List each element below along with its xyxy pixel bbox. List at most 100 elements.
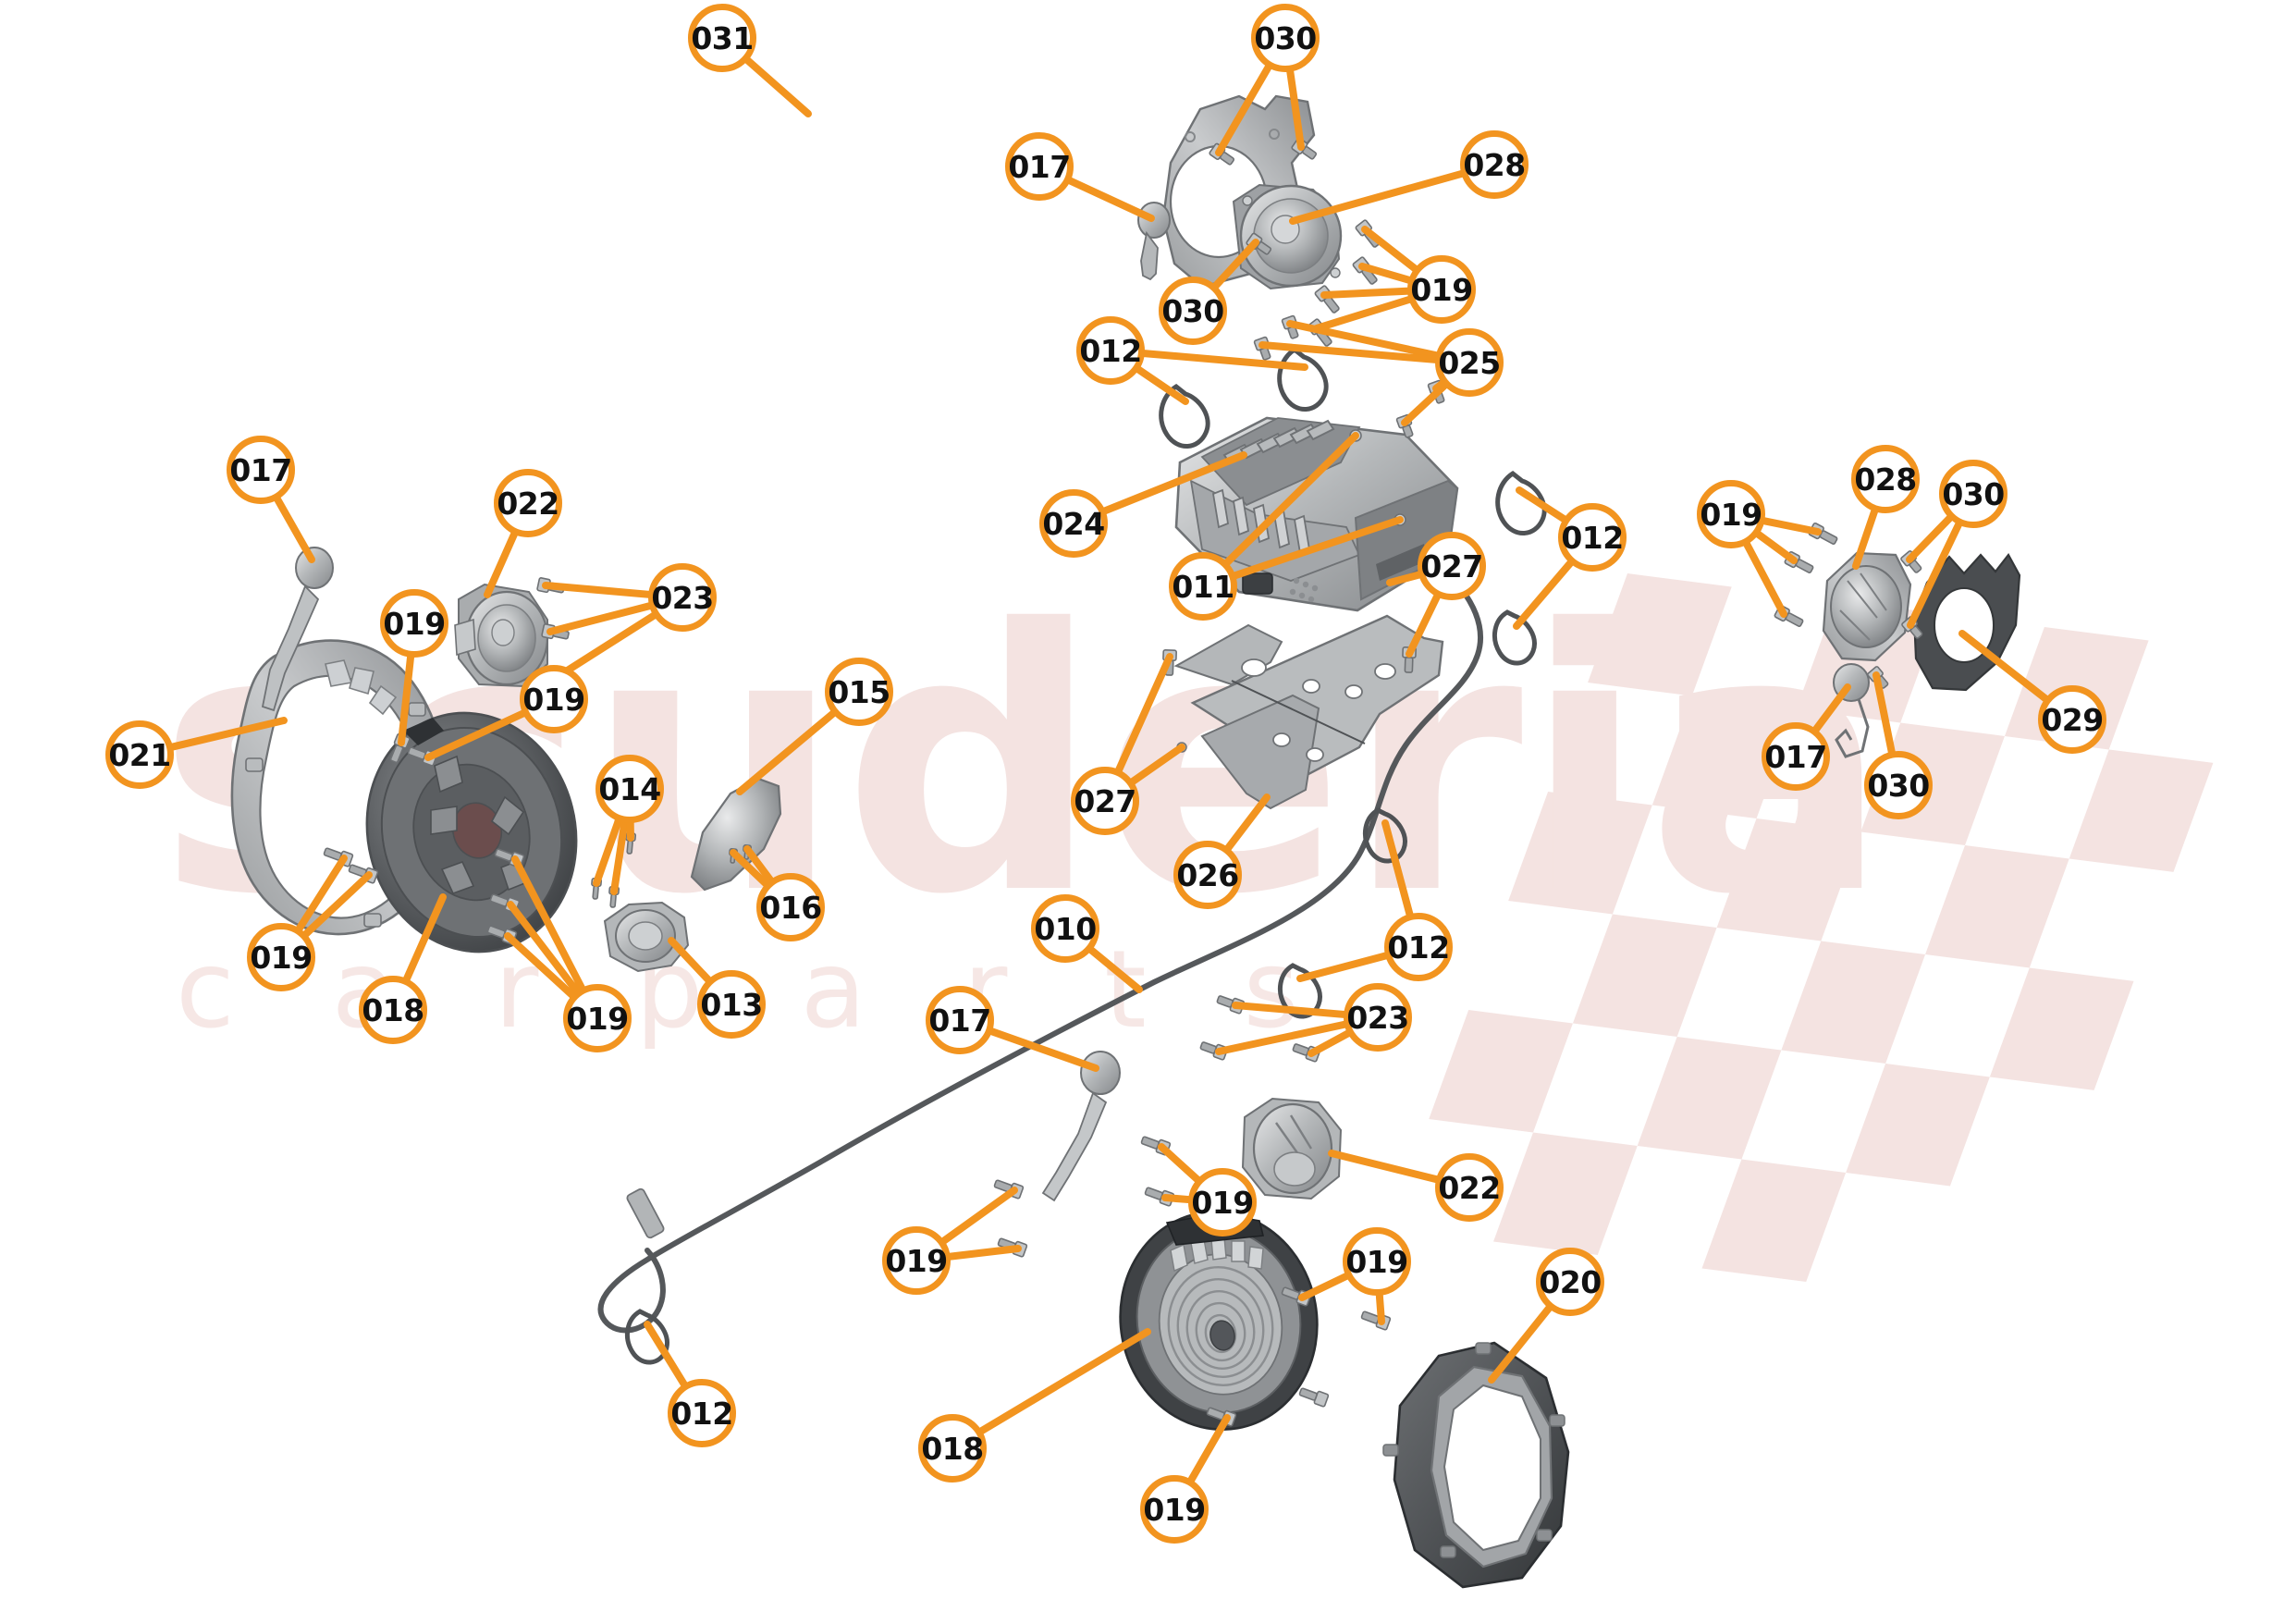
callout-label-019[interactable]: 019 [1343, 1227, 1411, 1296]
callout-leader-line [1375, 1289, 1385, 1325]
callout-label-023[interactable]: 023 [1344, 983, 1412, 1052]
part-022-midrange-left [454, 583, 549, 688]
callout-leader-line [546, 601, 656, 635]
callout-leader-line [1406, 591, 1442, 658]
callout-label-017[interactable]: 017 [926, 986, 994, 1054]
callout-leader-line [301, 871, 373, 940]
callout-leader-line [402, 893, 447, 984]
callout-leader-line [743, 55, 812, 117]
callout-leader-line [1127, 744, 1185, 786]
callout-label-014[interactable]: 014 [595, 755, 664, 823]
callout-leader-line [1210, 239, 1259, 291]
callout-label-019[interactable]: 019 [882, 1226, 951, 1295]
callout-leader-line [1872, 671, 1897, 757]
callout-leader-line [610, 817, 629, 895]
callout-leader-line [1328, 1150, 1443, 1184]
callout-label-026[interactable]: 026 [1173, 841, 1242, 909]
callout-leader-line [1289, 169, 1467, 225]
callout-leader-line [1215, 1020, 1350, 1055]
callout-leader-line [1386, 571, 1425, 586]
callout-label-012[interactable]: 012 [1558, 503, 1627, 572]
callout-leader-line [1099, 451, 1247, 515]
callout-label-029[interactable]: 029 [2038, 685, 2106, 754]
part-017-connector-left [261, 547, 334, 712]
callout-leader-line [1298, 1272, 1352, 1301]
callout-label-025[interactable]: 025 [1435, 328, 1504, 397]
callout-label-019[interactable]: 019 [520, 665, 588, 733]
callout-label-030[interactable]: 030 [1251, 4, 1320, 72]
callout-leader-line [1215, 62, 1273, 156]
callout-leader-line [1259, 341, 1442, 364]
callout-leader-line [743, 845, 776, 885]
callout-label-019[interactable]: 019 [380, 589, 448, 658]
part-020-speaker-housing [1382, 1341, 1570, 1589]
callout-label-019[interactable]: 019 [1140, 1475, 1209, 1544]
callout-leader-line [1759, 516, 1822, 535]
callout-label-031[interactable]: 031 [688, 4, 756, 72]
callout-leader-line [1286, 320, 1442, 360]
callout-leader-line [939, 1187, 1018, 1246]
callout-label-028[interactable]: 028 [1851, 445, 1920, 513]
callout-leader-line [1742, 538, 1787, 618]
callout-label-012[interactable]: 012 [1076, 316, 1145, 385]
callout-label-016[interactable]: 016 [756, 873, 825, 941]
callout-label-019[interactable]: 019 [563, 984, 632, 1052]
callout-label-010[interactable]: 010 [1031, 894, 1099, 963]
callout-label-012[interactable]: 012 [668, 1379, 736, 1447]
callout-label-024[interactable]: 024 [1039, 489, 1108, 558]
callout-leader-line [1230, 516, 1404, 580]
callout-leader-line [167, 717, 288, 751]
callout-label-017[interactable]: 017 [227, 436, 295, 504]
callout-label-018[interactable]: 018 [918, 1414, 987, 1483]
callout-leader-line [1852, 506, 1879, 570]
callout-leader-line [398, 651, 415, 746]
callout-leader-line [542, 582, 655, 598]
part-024-amplifier [1174, 416, 1459, 612]
callout-label-019[interactable]: 019 [1407, 255, 1476, 324]
callout-leader-line [1186, 1414, 1231, 1485]
callout-label-030[interactable]: 030 [1939, 460, 2007, 528]
callout-leader-line [1222, 432, 1359, 568]
checkered-flag-watermark [1429, 573, 2214, 1282]
callout-label-023[interactable]: 023 [648, 563, 717, 632]
callout-leader-line [1308, 1028, 1354, 1057]
callout-label-027[interactable]: 027 [1418, 532, 1486, 600]
callout-label-030[interactable]: 030 [1159, 277, 1227, 345]
callout-leader-line [668, 937, 714, 985]
callout-leader-line [1513, 558, 1576, 630]
callout-label-017[interactable]: 017 [1762, 722, 1830, 791]
callout-label-028[interactable]: 028 [1460, 130, 1529, 199]
callout-label-030[interactable]: 030 [1864, 751, 1933, 819]
callout-leader-line [424, 708, 529, 761]
callout-leader-line [976, 1328, 1151, 1436]
callout-leader-line [1232, 1002, 1350, 1019]
callout-leader-line [1361, 226, 1420, 274]
callout-leader-line [1133, 364, 1189, 405]
callout-leader-line [1086, 945, 1143, 993]
callout-leader-line [1138, 349, 1308, 371]
callout-label-027[interactable]: 027 [1071, 767, 1139, 835]
callout-label-019[interactable]: 019 [1188, 1168, 1257, 1236]
callout-label-015[interactable]: 015 [825, 658, 893, 726]
callout-label-012[interactable]: 012 [1384, 913, 1453, 981]
callout-label-011[interactable]: 011 [1169, 552, 1237, 621]
callout-label-020[interactable]: 020 [1536, 1248, 1604, 1316]
callout-label-013[interactable]: 013 [697, 970, 766, 1039]
callout-leader-line [273, 494, 315, 563]
callout-leader-line [504, 932, 578, 1001]
callout-label-021[interactable]: 021 [105, 720, 174, 789]
callout-label-019[interactable]: 019 [1697, 480, 1765, 548]
callout-leader-line [1320, 287, 1414, 299]
callout-leader-line [1811, 683, 1851, 734]
callout-label-022[interactable]: 022 [1435, 1153, 1504, 1222]
callout-label-022[interactable]: 022 [494, 469, 562, 537]
callout-leader-line [1381, 819, 1414, 920]
callout-leader-line [986, 1027, 1099, 1072]
part-013-tweeter-left [603, 901, 690, 973]
callout-label-018[interactable]: 018 [359, 976, 427, 1044]
callout-label-017[interactable]: 017 [1005, 132, 1074, 201]
callout-label-019[interactable]: 019 [247, 923, 315, 991]
callout-leader-line [1158, 1143, 1203, 1185]
